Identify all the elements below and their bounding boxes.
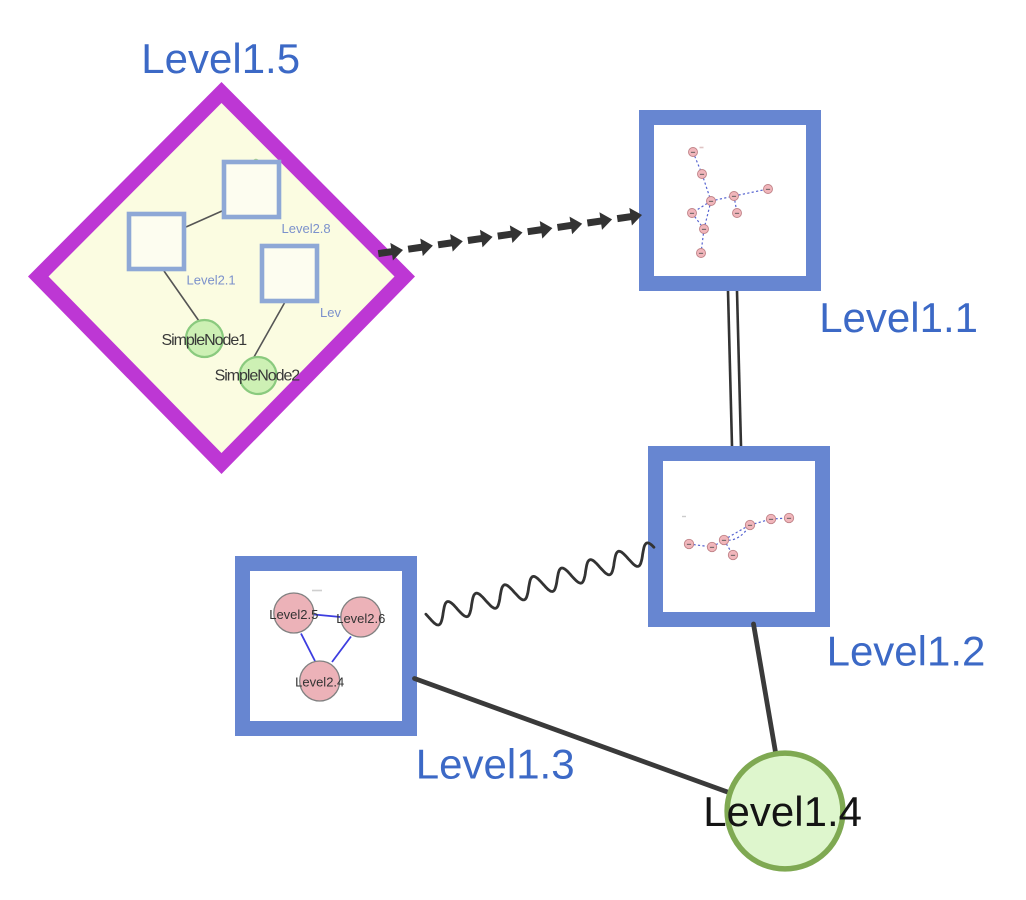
svg-text:Level1.5: Level1.5 (141, 35, 300, 82)
svg-text:Lev: Lev (320, 305, 341, 320)
svg-text:Level1.2: Level1.2 (827, 627, 986, 674)
svg-text:Level2.8: Level2.8 (282, 221, 331, 236)
svg-text:Level1.1: Level1.1 (819, 294, 978, 341)
svg-text:Level2.4: Level2.4 (295, 675, 344, 690)
svg-text:Level2.1: Level2.1 (187, 273, 236, 288)
svg-text:SimpleNode2: SimpleNode2 (215, 368, 301, 385)
svg-text:Level1.3: Level1.3 (416, 741, 575, 788)
svg-text:Level2.5: Level2.5 (269, 607, 318, 622)
svg-text:Level2.6: Level2.6 (336, 611, 385, 626)
svg-text:Level1.4: Level1.4 (703, 788, 862, 835)
svg-text:SimpleNode1: SimpleNode1 (162, 332, 248, 349)
